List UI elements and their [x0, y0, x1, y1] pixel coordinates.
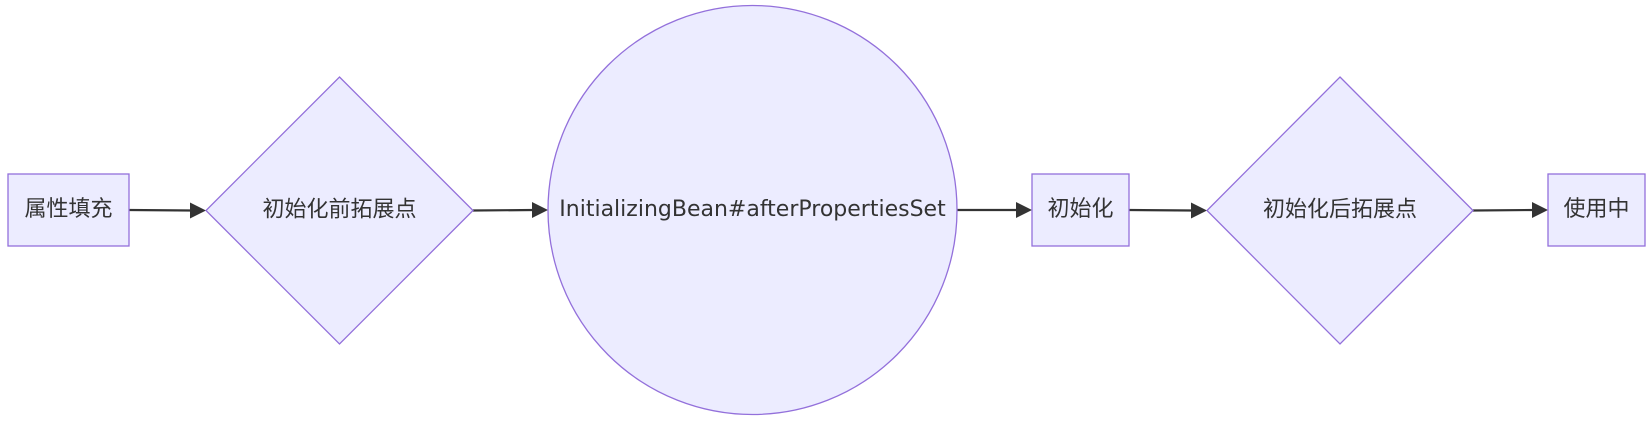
node-initializing-bean-label: InitializingBean#afterPropertiesSet	[559, 197, 946, 222]
nodes: 属性填充 初始化前拓展点 InitializingBean#afterPrope…	[7, 4, 1646, 416]
arrow-head-icon	[190, 202, 206, 219]
node-pre-init-extension-label: 初始化前拓展点	[262, 198, 416, 223]
node-in-use-label: 使用中	[1563, 197, 1629, 222]
node-post-init-extension-diamond	[1206, 76, 1474, 345]
node-post-init-extension-label: 初始化后拓展点	[1263, 198, 1417, 223]
node-post-init-extension: 初始化后拓展点	[1206, 76, 1474, 345]
edge-init-to-post-init	[1128, 202, 1207, 219]
edge-attribute-fill-to-pre-init	[128, 202, 206, 219]
node-pre-init-extension-diamond	[205, 76, 474, 345]
node-attribute-fill: 属性填充	[7, 173, 130, 247]
node-init-box	[1031, 173, 1130, 247]
node-init: 初始化	[1031, 173, 1130, 247]
edges	[128, 202, 1548, 219]
node-initializing-bean-circle	[547, 4, 958, 416]
node-attribute-fill-box	[7, 173, 130, 247]
node-attribute-fill-label: 属性填充	[24, 197, 112, 222]
node-initializing-bean: InitializingBean#afterPropertiesSet	[547, 4, 958, 416]
arrow-head-icon	[1532, 202, 1548, 218]
node-init-label: 初始化	[1047, 197, 1113, 222]
node-in-use-box	[1547, 173, 1646, 247]
arrow-head-icon	[1016, 202, 1032, 218]
edge-pre-init-to-initializing-bean	[472, 202, 548, 218]
edge-post-init-to-in-use	[1472, 202, 1548, 218]
arrow-head-icon	[532, 202, 548, 218]
node-pre-init-extension: 初始化前拓展点	[205, 76, 474, 345]
node-in-use: 使用中	[1547, 173, 1646, 247]
edge-initializing-bean-to-init	[957, 202, 1032, 218]
arrow-head-icon	[1191, 202, 1207, 219]
